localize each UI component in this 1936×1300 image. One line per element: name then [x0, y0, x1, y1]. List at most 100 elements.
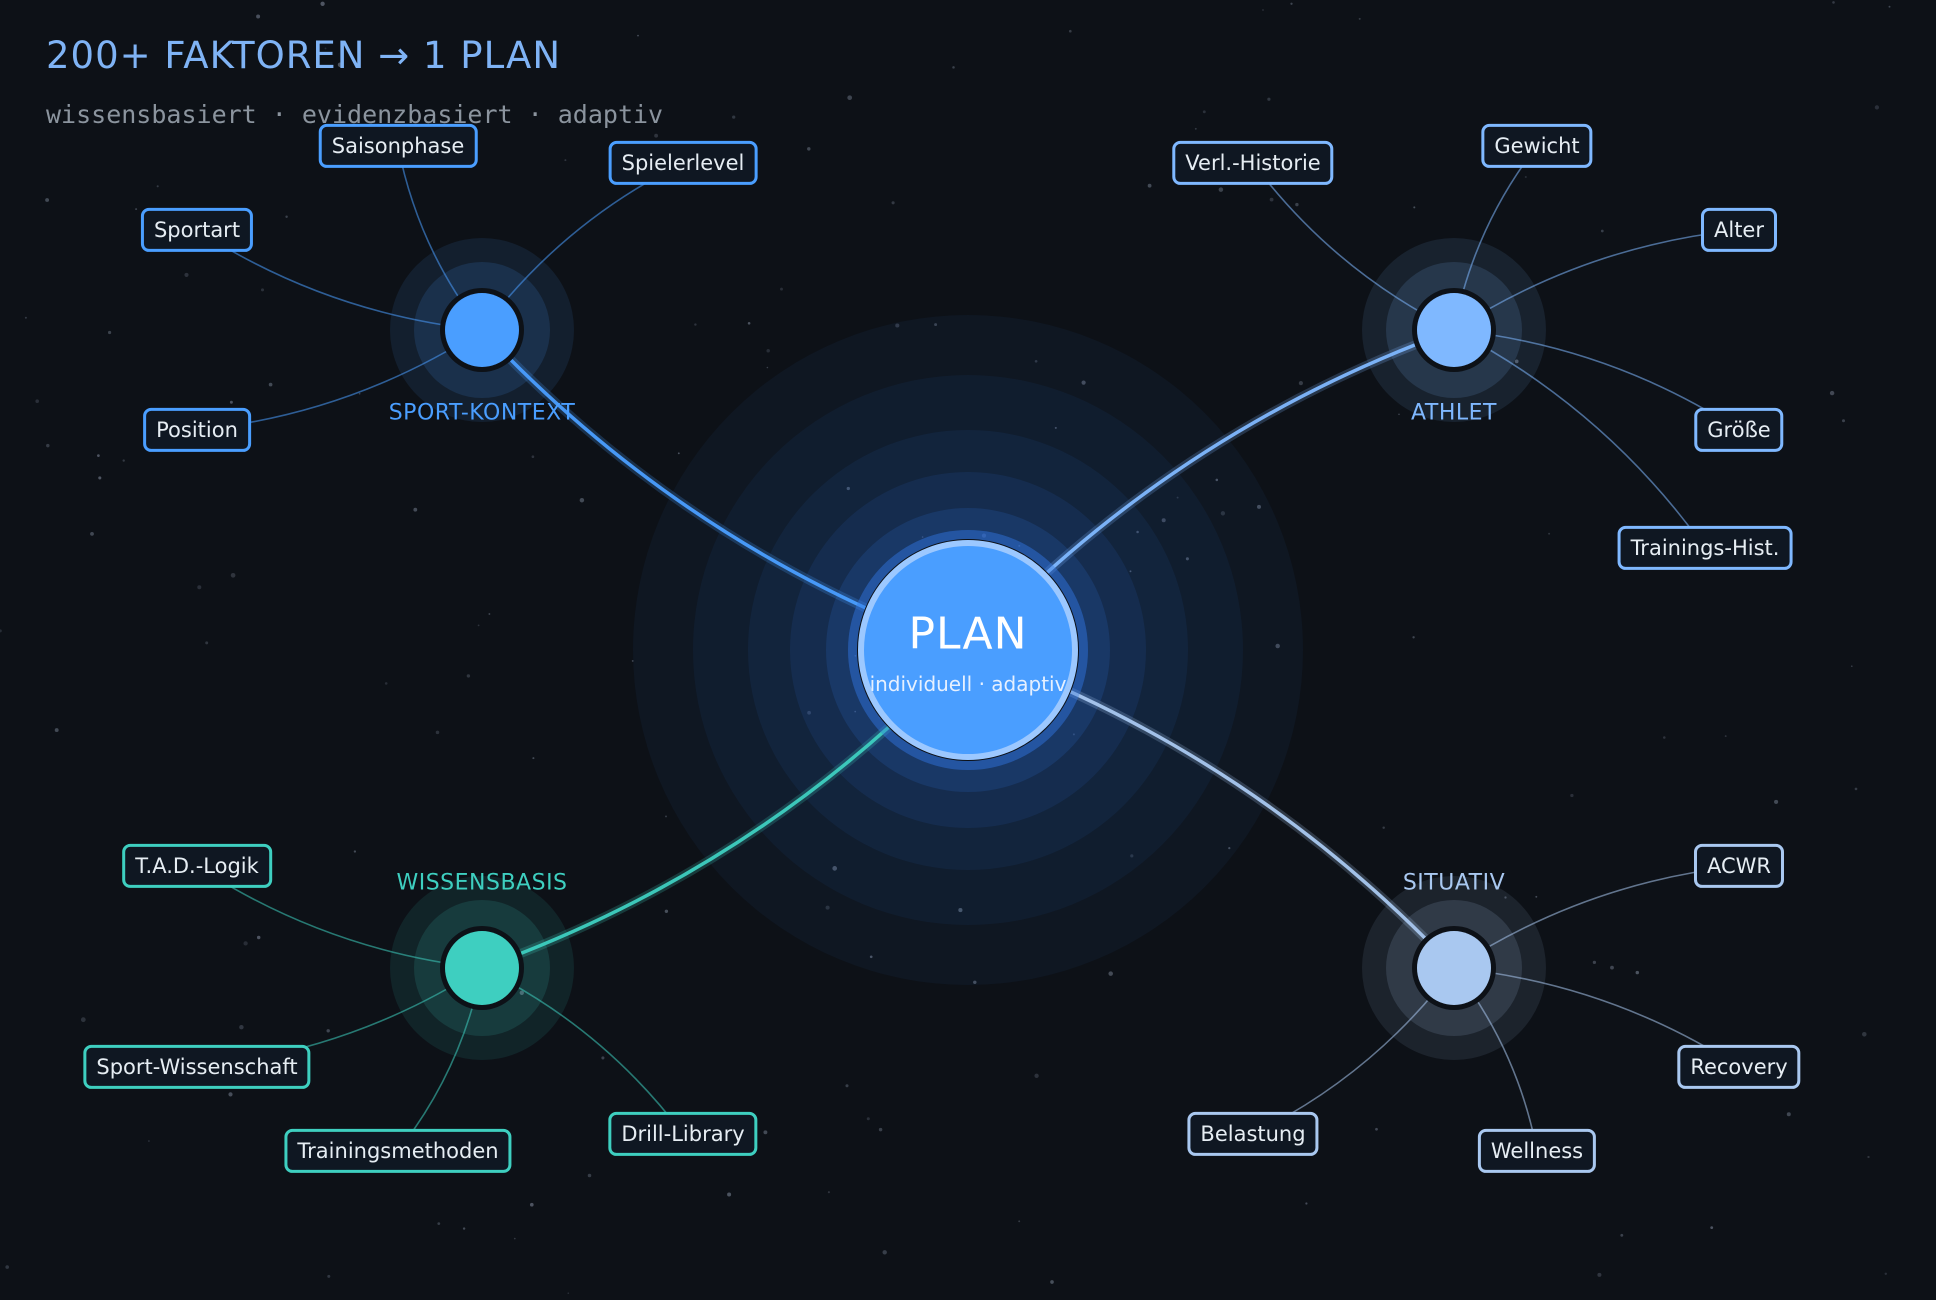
star [1663, 736, 1666, 739]
star [1050, 1280, 1054, 1284]
center-disc [858, 540, 1078, 760]
star [807, 710, 811, 715]
star [1108, 971, 1113, 976]
star [413, 507, 418, 512]
factor-node-verl-historie: Verl.-Historie [1172, 140, 1334, 186]
star [531, 455, 535, 459]
star [846, 486, 850, 491]
star [1514, 359, 1519, 364]
star [1218, 187, 1224, 192]
star [268, 382, 273, 387]
star [122, 459, 125, 462]
star [1884, 1272, 1888, 1276]
star [320, 1, 325, 6]
star [1888, 5, 1891, 8]
star [184, 272, 189, 277]
cluster-hubs [390, 238, 1546, 1060]
cluster-label-wissensbasis: WISSENSBASIS [396, 870, 568, 896]
star [205, 641, 209, 645]
star [108, 330, 112, 335]
factor-node-acwr: ACWR [1693, 843, 1785, 889]
star [845, 1084, 849, 1088]
star [358, 392, 361, 395]
star [1034, 1073, 1039, 1078]
star [1724, 735, 1727, 738]
star [1398, 413, 1400, 416]
star [477, 624, 480, 627]
star [97, 454, 100, 457]
factor-node-belastung: Belastung [1187, 1111, 1319, 1157]
star [747, 322, 751, 325]
star [1018, 544, 1021, 547]
star [1129, 570, 1132, 573]
star [1832, 1, 1835, 4]
star [466, 674, 471, 678]
star [1147, 183, 1152, 188]
hub-node [1417, 931, 1491, 1005]
star [1262, 9, 1264, 11]
star [1600, 229, 1604, 233]
star [895, 323, 900, 328]
star [1275, 643, 1280, 649]
star [324, 47, 327, 50]
star [1854, 787, 1858, 791]
star [664, 909, 669, 913]
star [239, 1024, 244, 1030]
star [952, 66, 955, 69]
star [763, 1130, 768, 1135]
factor-node-groesse: Größe [1694, 407, 1784, 453]
cluster-label-athlet: ATHLET [1411, 400, 1497, 426]
star [921, 536, 924, 538]
star [1524, 175, 1527, 179]
factor-node-sportart: Sportart [140, 207, 254, 253]
star [532, 757, 535, 760]
star [1382, 826, 1385, 829]
star [878, 1127, 883, 1132]
star [807, 147, 811, 151]
star [1610, 965, 1614, 970]
star [1867, 1155, 1870, 1159]
star [1054, 426, 1057, 429]
star [243, 941, 248, 946]
star [654, 133, 658, 138]
star [488, 613, 491, 615]
star [1774, 799, 1779, 804]
star [1034, 359, 1038, 363]
factor-node-recovery: Recovery [1677, 1044, 1801, 1090]
star [1786, 1112, 1791, 1117]
star [891, 201, 895, 205]
star [1842, 419, 1845, 423]
star [5, 1265, 9, 1269]
star [1269, 197, 1274, 202]
star [869, 955, 873, 959]
star [1862, 1032, 1867, 1037]
star [1018, 1220, 1021, 1223]
star [437, 1222, 441, 1225]
star [260, 288, 265, 292]
star [665, 815, 667, 818]
star [732, 115, 736, 119]
star [1597, 1272, 1602, 1277]
star [529, 1202, 534, 1207]
star [45, 198, 50, 202]
star [353, 850, 357, 853]
star [1874, 105, 1880, 110]
star [1130, 854, 1134, 858]
hub-node [1417, 293, 1491, 367]
star [54, 728, 59, 733]
star [384, 682, 388, 685]
star [958, 908, 963, 913]
star [766, 366, 769, 369]
star [1081, 380, 1086, 385]
star [766, 349, 770, 353]
star [1375, 1127, 1378, 1131]
star [1850, 665, 1853, 668]
star [0, 629, 2, 633]
star [1202, 110, 1206, 114]
star [1298, 381, 1303, 386]
factor-node-trainingsmethoden: Trainingsmethoden [284, 1128, 512, 1174]
factor-node-saisonphase: Saisonphase [318, 123, 478, 169]
diagram-title: 200+ FAKTOREN → 1 PLAN [46, 34, 562, 77]
star [1305, 1202, 1308, 1205]
